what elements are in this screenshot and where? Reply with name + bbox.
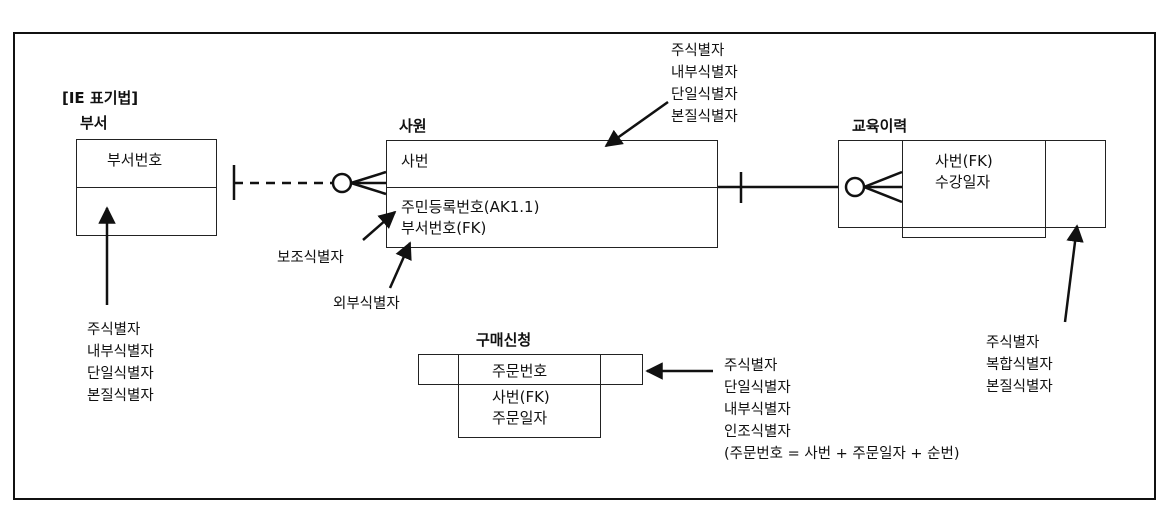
annotation-foreign-key: 외부식별자 [333,296,400,312]
education-key-emp: 사번(FK) [935,152,993,170]
entity-name-department: 부서 [80,114,108,132]
annotation-line: 인조식별자 [724,424,791,440]
annotation-line: 본질식별자 [87,388,154,404]
annotation-line: 주식별자 [671,43,725,59]
annotation-line: 본질식별자 [671,109,738,125]
annotation-line: 내부식별자 [724,402,791,418]
optional-circle-marker [844,176,866,198]
purchase-key: 주문번호 [492,362,548,380]
annotation-line: 내부식별자 [671,65,738,81]
department-key: 부서번호 [107,151,163,169]
employee-key: 사번 [401,152,429,170]
annotation-line: 본질식별자 [986,379,1053,395]
annotation-line: 주식별자 [87,322,141,338]
entity-box-purchase-inner [458,354,601,438]
notation-label: [IE 표기법] [62,89,139,107]
purchase-attr-fk: 사번(FK) [492,388,550,406]
education-key-date: 수강일자 [935,173,991,191]
entity-box-education-outer [838,140,1106,228]
entity-name-purchase: 구매신청 [476,331,532,349]
relationship-department-employee [232,165,387,200]
education-keys: 사번(FK) 수강일자 [935,151,993,193]
annotation-line: 주식별자 [724,358,778,374]
annotation-alternate-key: 보조식별자 [277,250,344,266]
entity-name-employee: 사원 [399,117,427,135]
arrow-to-foreign-key [388,241,412,289]
annotation-line: 복합식별자 [986,357,1053,373]
department-key-divider [76,187,217,188]
arrow-to-education-key [1063,224,1084,323]
purchase-attributes: 사번(FK) 주문일자 [492,387,550,429]
optional-circle-marker [331,172,353,194]
employee-attr-alt-key: 주민등록번호(AK1.1) [401,198,540,216]
annotation-education-key: 주식별자 복합식별자 본질식별자 [986,332,1053,398]
crowfoot-prong [350,170,387,185]
diagram-frame [13,32,1156,500]
crowfoot-prong [863,185,903,204]
annotation-line: 단일식별자 [724,380,791,396]
purchase-attr-date: 주문일자 [492,409,548,427]
crowfoot-prong [863,170,903,189]
employee-key-divider [386,187,718,188]
annotation-purchase-key: 주식별자 단일식별자 내부식별자 인조식별자 (주문번호 = 사번 + 주문일자… [724,355,960,465]
crowfoot-prong [350,181,387,196]
relationship-employee-education [718,170,903,204]
entity-name-education: 교육이력 [852,117,908,135]
arrow-to-alternate-key [362,210,397,241]
annotation-line: 주식별자 [986,335,1040,351]
annotation-line: 내부식별자 [87,344,154,360]
annotation-line: 단일식별자 [671,87,738,103]
annotation-department-key: 주식별자 내부식별자 단일식별자 본질식별자 [87,319,154,407]
annotation-line: (주문번호 = 사번 + 주문일자 + 순번) [724,446,960,462]
employee-attributes: 주민등록번호(AK1.1) 부서번호(FK) [401,197,539,239]
annotation-employee-key: 주식별자 내부식별자 단일식별자 본질식별자 [671,40,738,128]
entity-box-education-inner [902,140,1046,238]
employee-attr-fk: 부서번호(FK) [401,219,487,237]
entity-box-employee [386,140,718,248]
arrow-to-employee-key [604,100,669,148]
annotation-line: 단일식별자 [87,366,154,382]
